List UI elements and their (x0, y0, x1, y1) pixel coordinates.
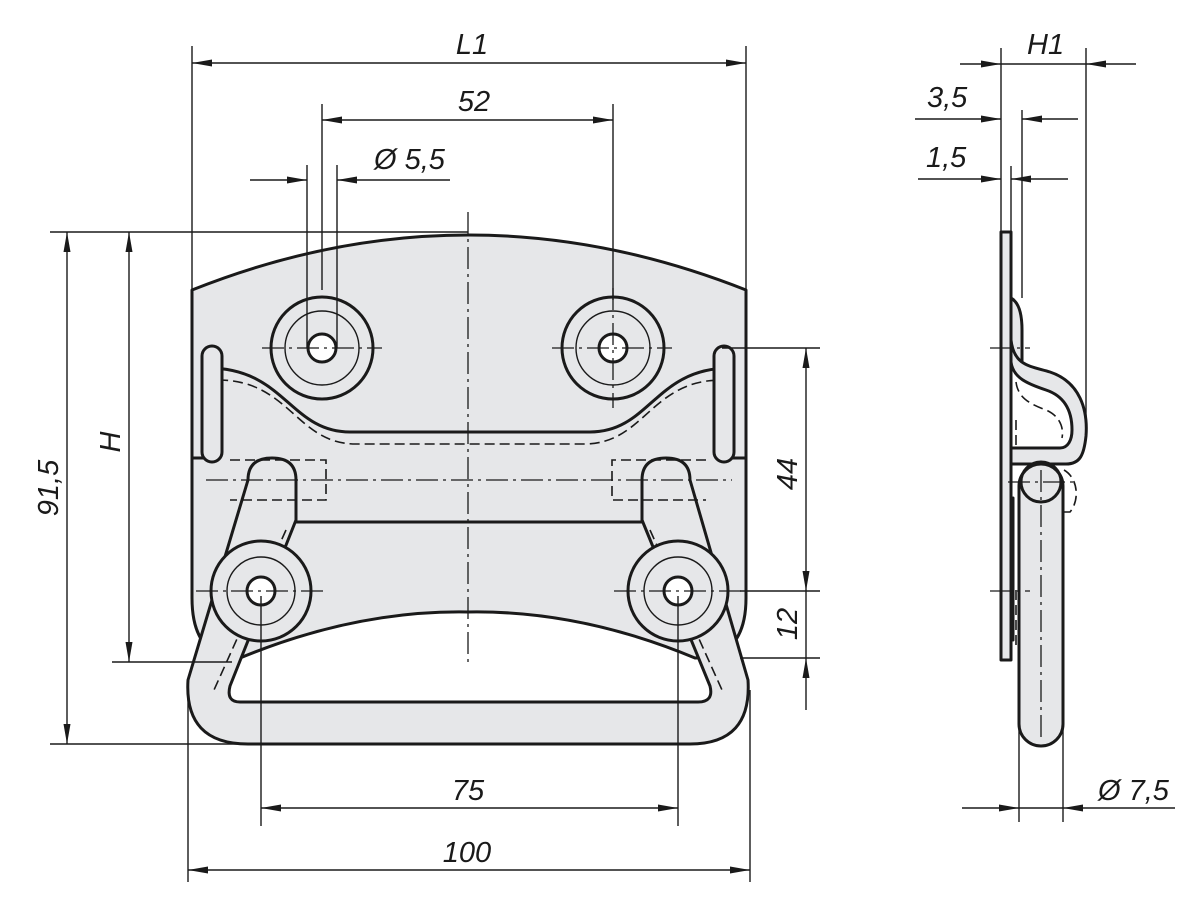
front-view (186, 212, 750, 746)
plate-fold-top (206, 366, 732, 434)
side-bail-hidden (1000, 590, 1017, 650)
side-view (990, 230, 1088, 748)
hinge-knuckle-left (200, 344, 224, 464)
dimension-hole-spacing-vertical-label: 44 (772, 458, 804, 490)
handle-bail (186, 456, 750, 746)
dimension-offset-label: 12 (772, 608, 804, 640)
dimension-hole-diameter-label: Ø 5,5 (373, 144, 446, 176)
handle-bail-hidden-pivot-left (230, 459, 327, 501)
dimension-height-label: H (95, 431, 127, 452)
plate-fold-hidden (217, 379, 723, 445)
side-back-plate (999, 230, 1013, 662)
dimension-overall-width-label: 100 (443, 837, 491, 869)
side-hinge-curl (1009, 338, 1088, 466)
dimension-hole-spacing-bottom-label: 75 (452, 775, 485, 807)
dimension-h1-label: H1 (1027, 29, 1064, 61)
dimension-total-height-label: 91,5 (33, 459, 65, 516)
dimension-wire-diameter-label: Ø 7,5 (1097, 775, 1170, 807)
side-upper-boss (1009, 296, 1024, 364)
hinge-knuckle-right (712, 344, 736, 464)
dimension-thickness-total-label: 3,5 (927, 82, 968, 114)
side-hinge-curl-hidden (1015, 381, 1064, 448)
side-dimensions: H1 3,5 1,5 Ø 7,5 (915, 29, 1175, 822)
side-bail-loop-hidden (1016, 469, 1077, 513)
dimension-hole-spacing-top-label: 52 (458, 86, 490, 118)
front-dimensions: L1 52 Ø 5,5 91,5 H 44 12 75 100 (33, 29, 820, 882)
dimension-sheet-thickness-label: 1,5 (926, 142, 967, 174)
dimension-l1-label: L1 (456, 29, 488, 61)
